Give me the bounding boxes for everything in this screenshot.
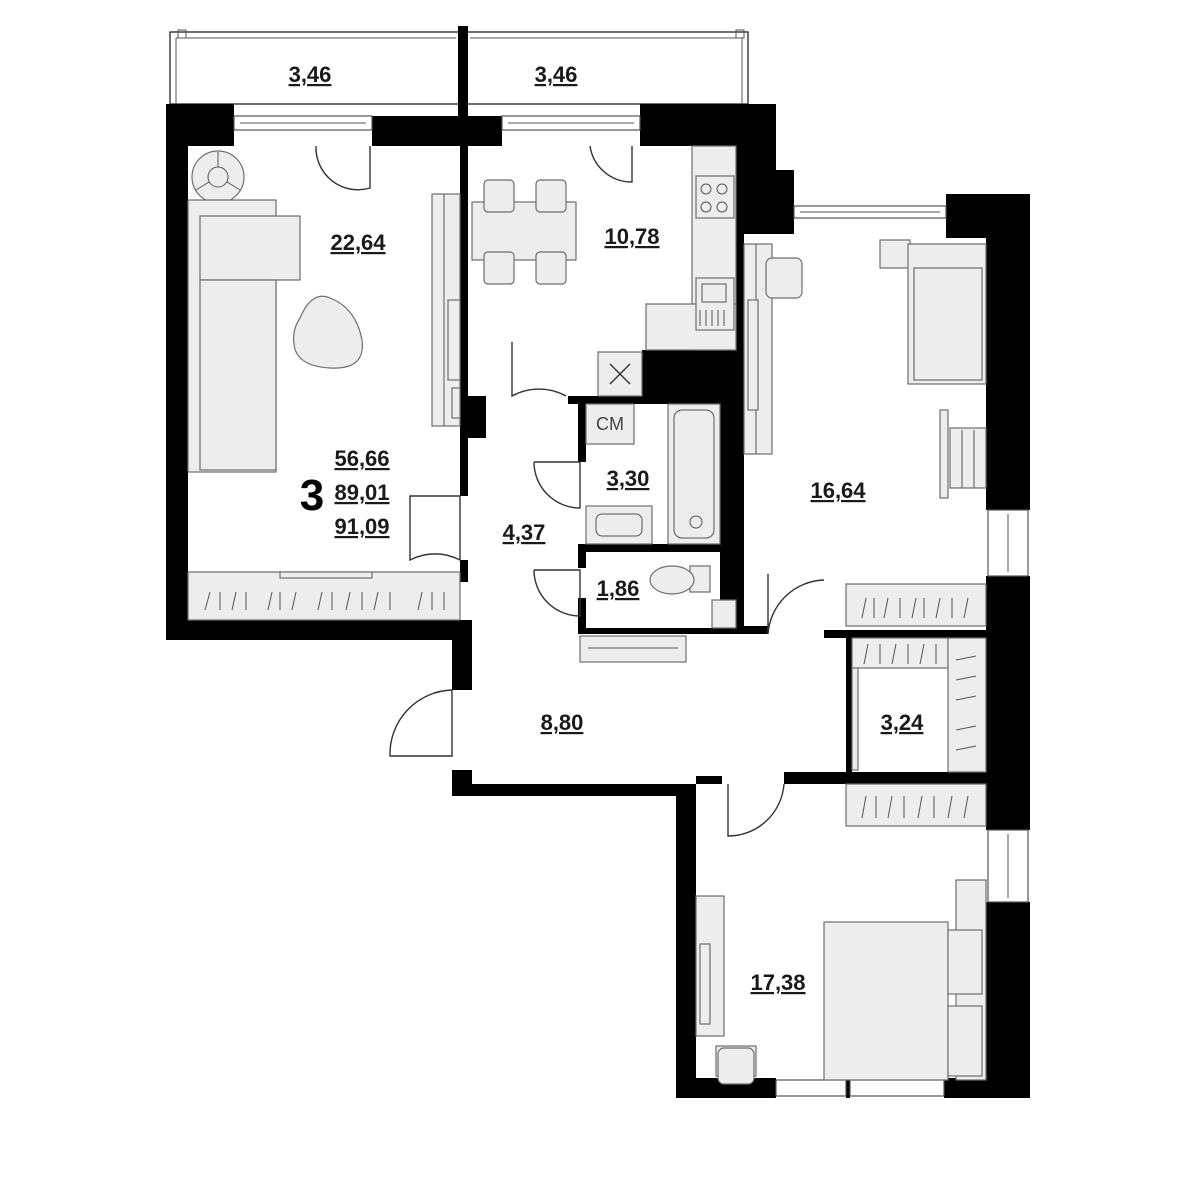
toilet-area: 1,86 [597, 576, 640, 601]
living-room-furniture [187, 150, 461, 621]
living-room-area: 22,64 [330, 230, 386, 255]
bedroom-bottom-furniture [695, 783, 987, 1085]
total-area-with-balcony: 91,09 [334, 514, 389, 539]
wardrobe-area: 3,24 [881, 710, 925, 735]
bedroom-right-area: 16,64 [810, 478, 866, 503]
balcony-right-area: 3,46 [535, 62, 578, 87]
total-area: 89,01 [334, 480, 389, 505]
washing-machine-label: CM [596, 414, 624, 434]
corridor-area: 4,37 [503, 520, 546, 545]
area-labels: 3,46 3,46 22,64 10,78 16,64 3,30 4,37 1,… [289, 62, 925, 995]
bathroom-furniture [579, 403, 737, 663]
windows [233, 115, 1029, 1097]
bedroom-bottom-area: 17,38 [750, 970, 805, 995]
rooms-count: 3 [300, 471, 324, 520]
balcony-left-area: 3,46 [289, 62, 332, 87]
doors [315, 145, 825, 837]
kitchen-area: 10,78 [604, 224, 659, 249]
bedroom-right-furniture [743, 239, 987, 627]
kitchen-furniture [471, 145, 737, 397]
living-area-total: 56,66 [334, 446, 389, 471]
hall-area: 8,80 [541, 710, 584, 735]
bathroom-area: 3,30 [607, 466, 650, 491]
wardrobe-furniture [851, 637, 987, 773]
apartment-summary: 3 56,66 89,01 91,09 [300, 446, 390, 539]
